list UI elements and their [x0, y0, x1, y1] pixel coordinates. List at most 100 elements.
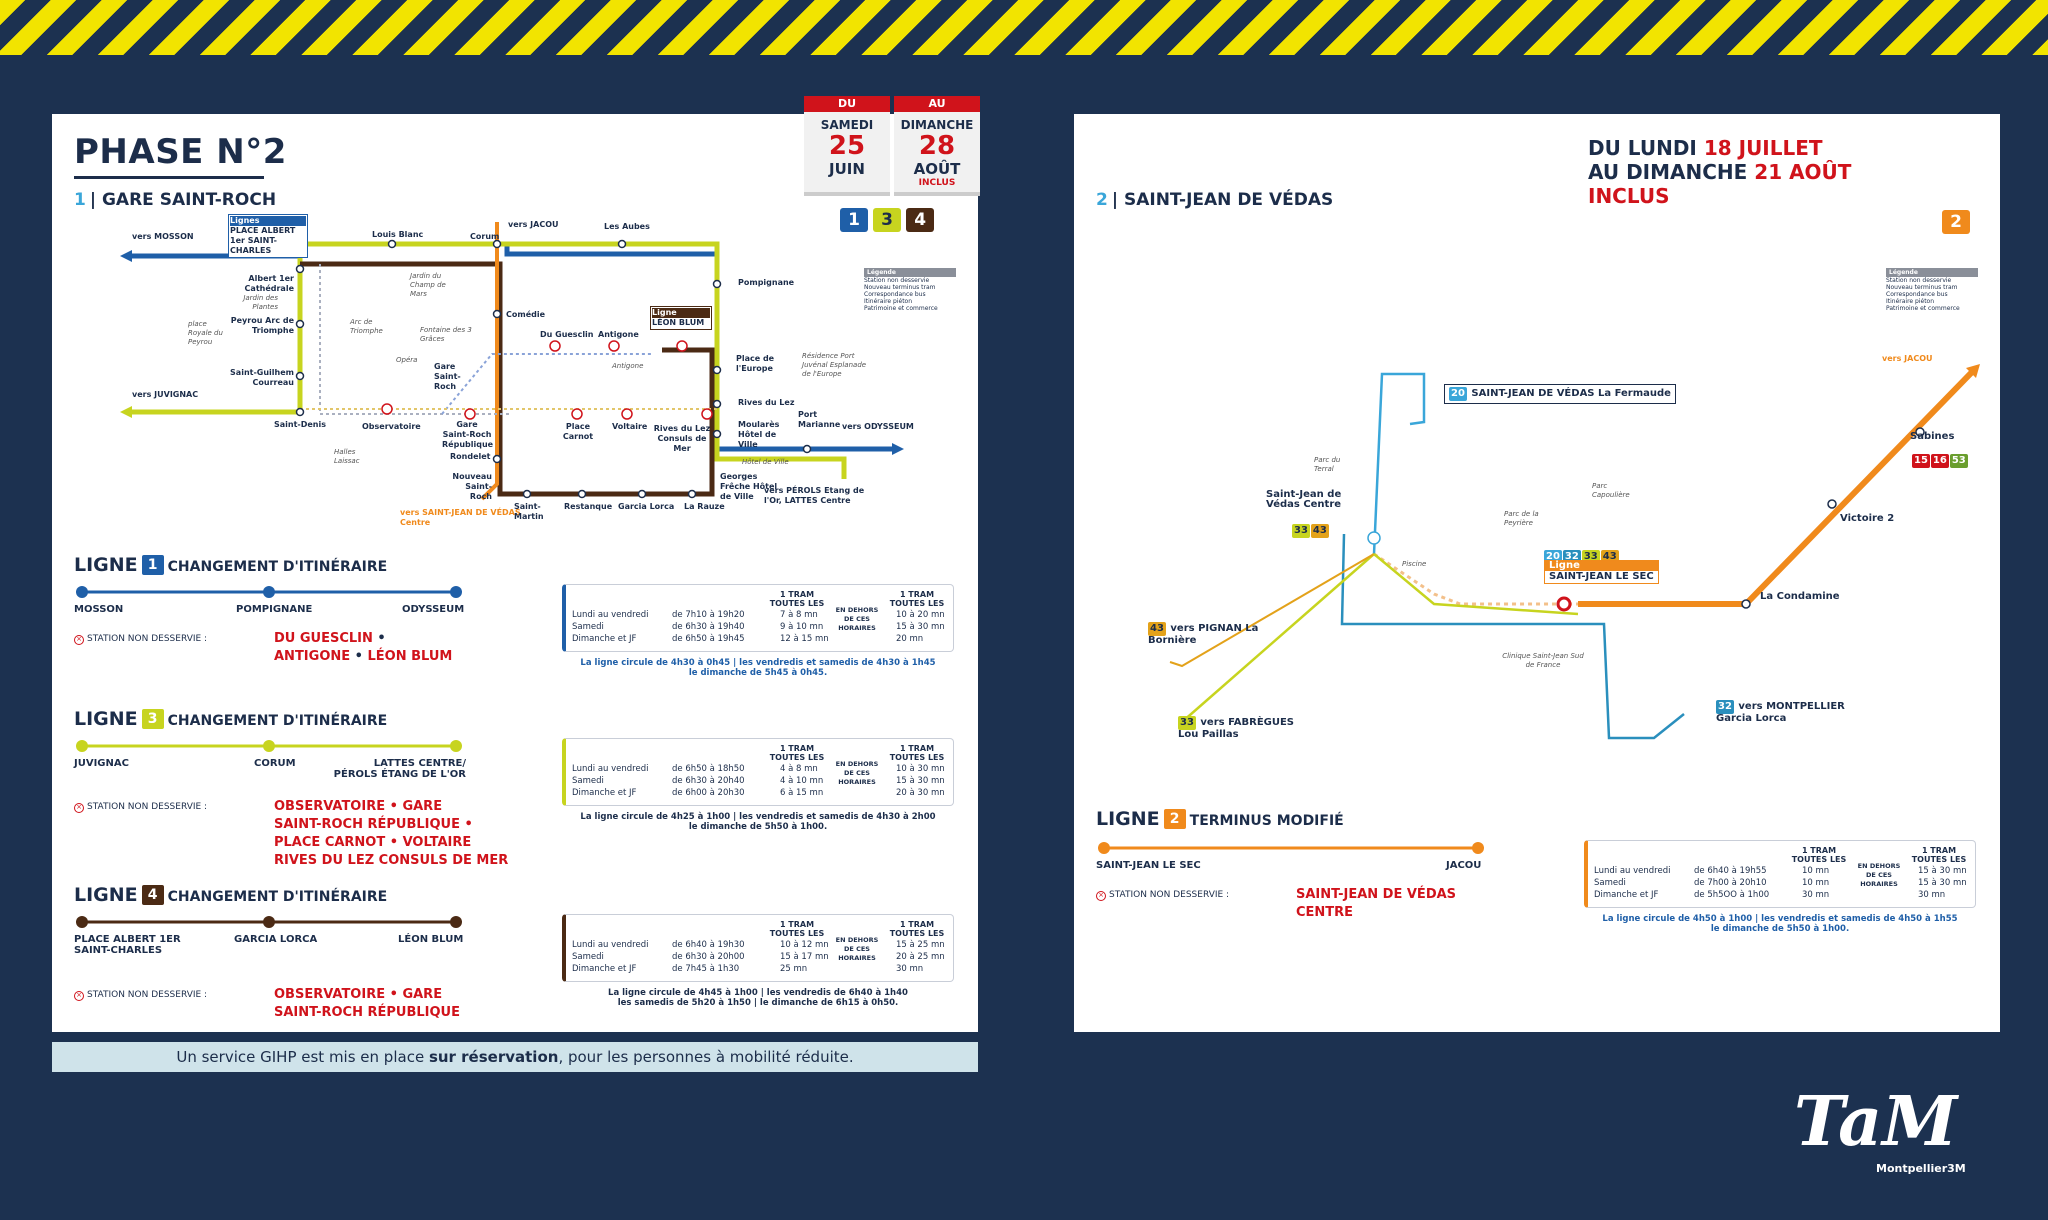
closed-station-antigone	[608, 340, 620, 352]
ligne3-stop-corum: CORUM	[254, 758, 296, 769]
ligne4-box-leon-blum: Ligne LÉON BLUM	[650, 306, 712, 330]
station-dot-moulares	[712, 429, 722, 439]
legend-item: Nouveau terminus tram	[1886, 284, 1958, 291]
label-la-rauze: La Rauze	[684, 502, 725, 511]
ligne3-stop-juvignac: JUVIGNAC	[74, 758, 129, 769]
map-legend: Légende Station non desservie Nouveau te…	[864, 268, 956, 312]
period-title: DU LUNDI 18 JUILLET AU DIMANCHE 21 AOÛT …	[1588, 136, 1914, 208]
h-tram: 1 TRAM	[899, 920, 935, 929]
line-badge-3: 3	[873, 208, 902, 232]
no-entry-icon: ×	[74, 803, 84, 813]
ligne1-nd-stations: DU GUESCLIN • ANTIGONE • LÉON BLUM	[274, 630, 452, 666]
label-jardin-champ: Jardin du Champ de Mars	[410, 272, 446, 298]
label-fontaine: Fontaine des 3 Grâces	[420, 326, 472, 343]
period-text: AU DIMANCHE	[1588, 160, 1755, 184]
hazard-stripes-banner	[0, 0, 2048, 55]
foot-line: La ligne circule de 4h45 à 1h00 | les ve…	[608, 988, 908, 998]
label-place-royale: place Royale du Peyrou	[188, 320, 223, 346]
label-jacou-text: JACOU	[1904, 354, 1933, 363]
bus-badge-20: 20	[1449, 387, 1467, 401]
ligne3-stop-strip	[76, 740, 462, 752]
ligne-word: LIGNE	[74, 554, 138, 576]
ligne4-badge: 4	[141, 885, 164, 905]
ligne4-subtitle: CHANGEMENT D'ITINÉRAIRE	[167, 889, 388, 905]
label-place-europe: Place de l'Europe	[736, 354, 775, 373]
label-vers: vers	[132, 232, 152, 241]
pignan-text: vers PIGNAN La Bornière	[1148, 623, 1259, 646]
station-dot-port-marianne	[802, 444, 812, 454]
period-date: 21 AOÛT INCLUS	[1588, 160, 1852, 208]
network-map-left	[120, 222, 904, 501]
label-gare-rep: Gare Saint-Roch République	[442, 420, 494, 449]
h-tram: 1 TRAM	[779, 744, 815, 753]
date-to-day: DIMANCHE	[900, 118, 974, 132]
hours-day: Lundi au vendredi	[1594, 866, 1671, 876]
station-dot-rondelet	[492, 454, 502, 464]
bus-badge-33: 33	[1178, 716, 1196, 730]
lignes-box-albert: Lignes PLACE ALBERT 1er SAINT-CHARLES	[228, 214, 308, 258]
h-toutes: TOUTES LES	[769, 599, 825, 608]
hours-off: 15 à 30 mn	[896, 776, 945, 786]
foot-line: La ligne circule de 4h30 à 0h45 | les ve…	[580, 658, 936, 668]
hours-off: 30 mn	[1918, 890, 1946, 900]
label-saint-denis: Saint-Denis	[274, 420, 327, 429]
label-juvignac-text: JUVIGNAC	[154, 390, 199, 399]
h-toutes: TOUTES LES	[889, 929, 945, 938]
map-legend-right: Légende Station non desservie Nouveau te…	[1886, 268, 1978, 312]
label-opera: Opéra	[396, 356, 418, 364]
ligne2-box-name: SAINT-JEAN LE SEC	[1549, 571, 1654, 582]
hours-day: Samedi	[1594, 878, 1626, 888]
hours-day: Lundi au vendredi	[572, 940, 649, 950]
saint-jean-de-vedas-panel: DU LUNDI 18 JUILLET AU DIMANCHE 21 AOÛT …	[1074, 114, 2000, 1032]
pedestrian-route	[319, 264, 512, 415]
hours-freq: 9 à 10 mn	[780, 622, 824, 632]
legend-item: Nouveau terminus tram	[864, 284, 936, 291]
station-dot-place-europe	[712, 365, 722, 375]
label-pompignane: Pompignane	[738, 278, 795, 287]
legend-title: Légende	[864, 268, 956, 277]
station-dot-les-aubes	[617, 239, 627, 249]
nd-row: CENTRE	[1296, 905, 1354, 920]
gihp-text: Un service GIHP est mis en place	[176, 1048, 429, 1066]
label-clinique: Clinique Saint-Jean Sud de France	[1502, 652, 1584, 669]
label-sjv-centre: vers SAINT-JEAN DE VÉDAS Centre	[400, 508, 540, 528]
ligne4-box-head: Ligne	[652, 308, 710, 318]
ligne3-nd-stations: OBSERVATOIRE • GARE SAINT-ROCH RÉPUBLIQU…	[274, 798, 508, 870]
label-jacou-text: JACOU	[530, 220, 559, 229]
label-hotel-ville: Hôtel de Ville	[742, 458, 789, 466]
no-entry-icon: ×	[1096, 891, 1106, 901]
ligne4-nd-stations: OBSERVATOIRE • GARE SAINT-ROCH RÉPUBLIQU…	[274, 986, 460, 1022]
gihp-banner: Un service GIHP est mis en place sur rés…	[52, 1042, 978, 1072]
hours-range: de 6h50 à 18h50	[672, 764, 745, 774]
date-from-num: 25	[828, 131, 866, 161]
nd-sep: •	[377, 631, 386, 646]
bus-badge-43: 43	[1148, 622, 1166, 636]
ligne2-terminus-box: Ligne SAINT-JEAN LE SEC	[1544, 560, 1659, 584]
ligne1-stop-strip	[76, 586, 462, 598]
ligne1-nd-label: ×STATION NON DESSERVIE :	[74, 634, 207, 645]
ligne2-badge: 2	[1163, 809, 1186, 829]
nd-text: STATION NON DESSERVIE :	[87, 990, 208, 1000]
date-from: DU SAMEDI 25 JUIN	[804, 96, 890, 196]
date-from-month: JUIN	[829, 160, 865, 178]
nd-text: STATION NON DESSERVIE :	[87, 634, 208, 644]
label-voltaire: Voltaire	[612, 422, 648, 431]
hours-day: Dimanche et JF	[572, 964, 637, 974]
legend-item: Itinéraire piéton	[864, 298, 913, 305]
ligne1-stop-odysseum: ODYSSEUM	[402, 604, 465, 615]
station-dot-louis-blanc	[387, 239, 397, 249]
label-parc-peyriere: Parc de la Peyrière	[1504, 510, 1539, 527]
ligne2-subtitle: TERMINUS MODIFIÉ	[1189, 813, 1344, 829]
ligne-word: LIGNE	[74, 884, 138, 906]
nd-station: ANTIGONE	[274, 649, 351, 664]
foot-line: le dimanche de 5h50 à 1h00.	[688, 822, 828, 832]
hours-off: 20 mn	[896, 634, 924, 644]
label-gare: Gare Saint-Roch	[434, 362, 461, 391]
h-tram: 1 TRAM	[1921, 846, 1957, 855]
